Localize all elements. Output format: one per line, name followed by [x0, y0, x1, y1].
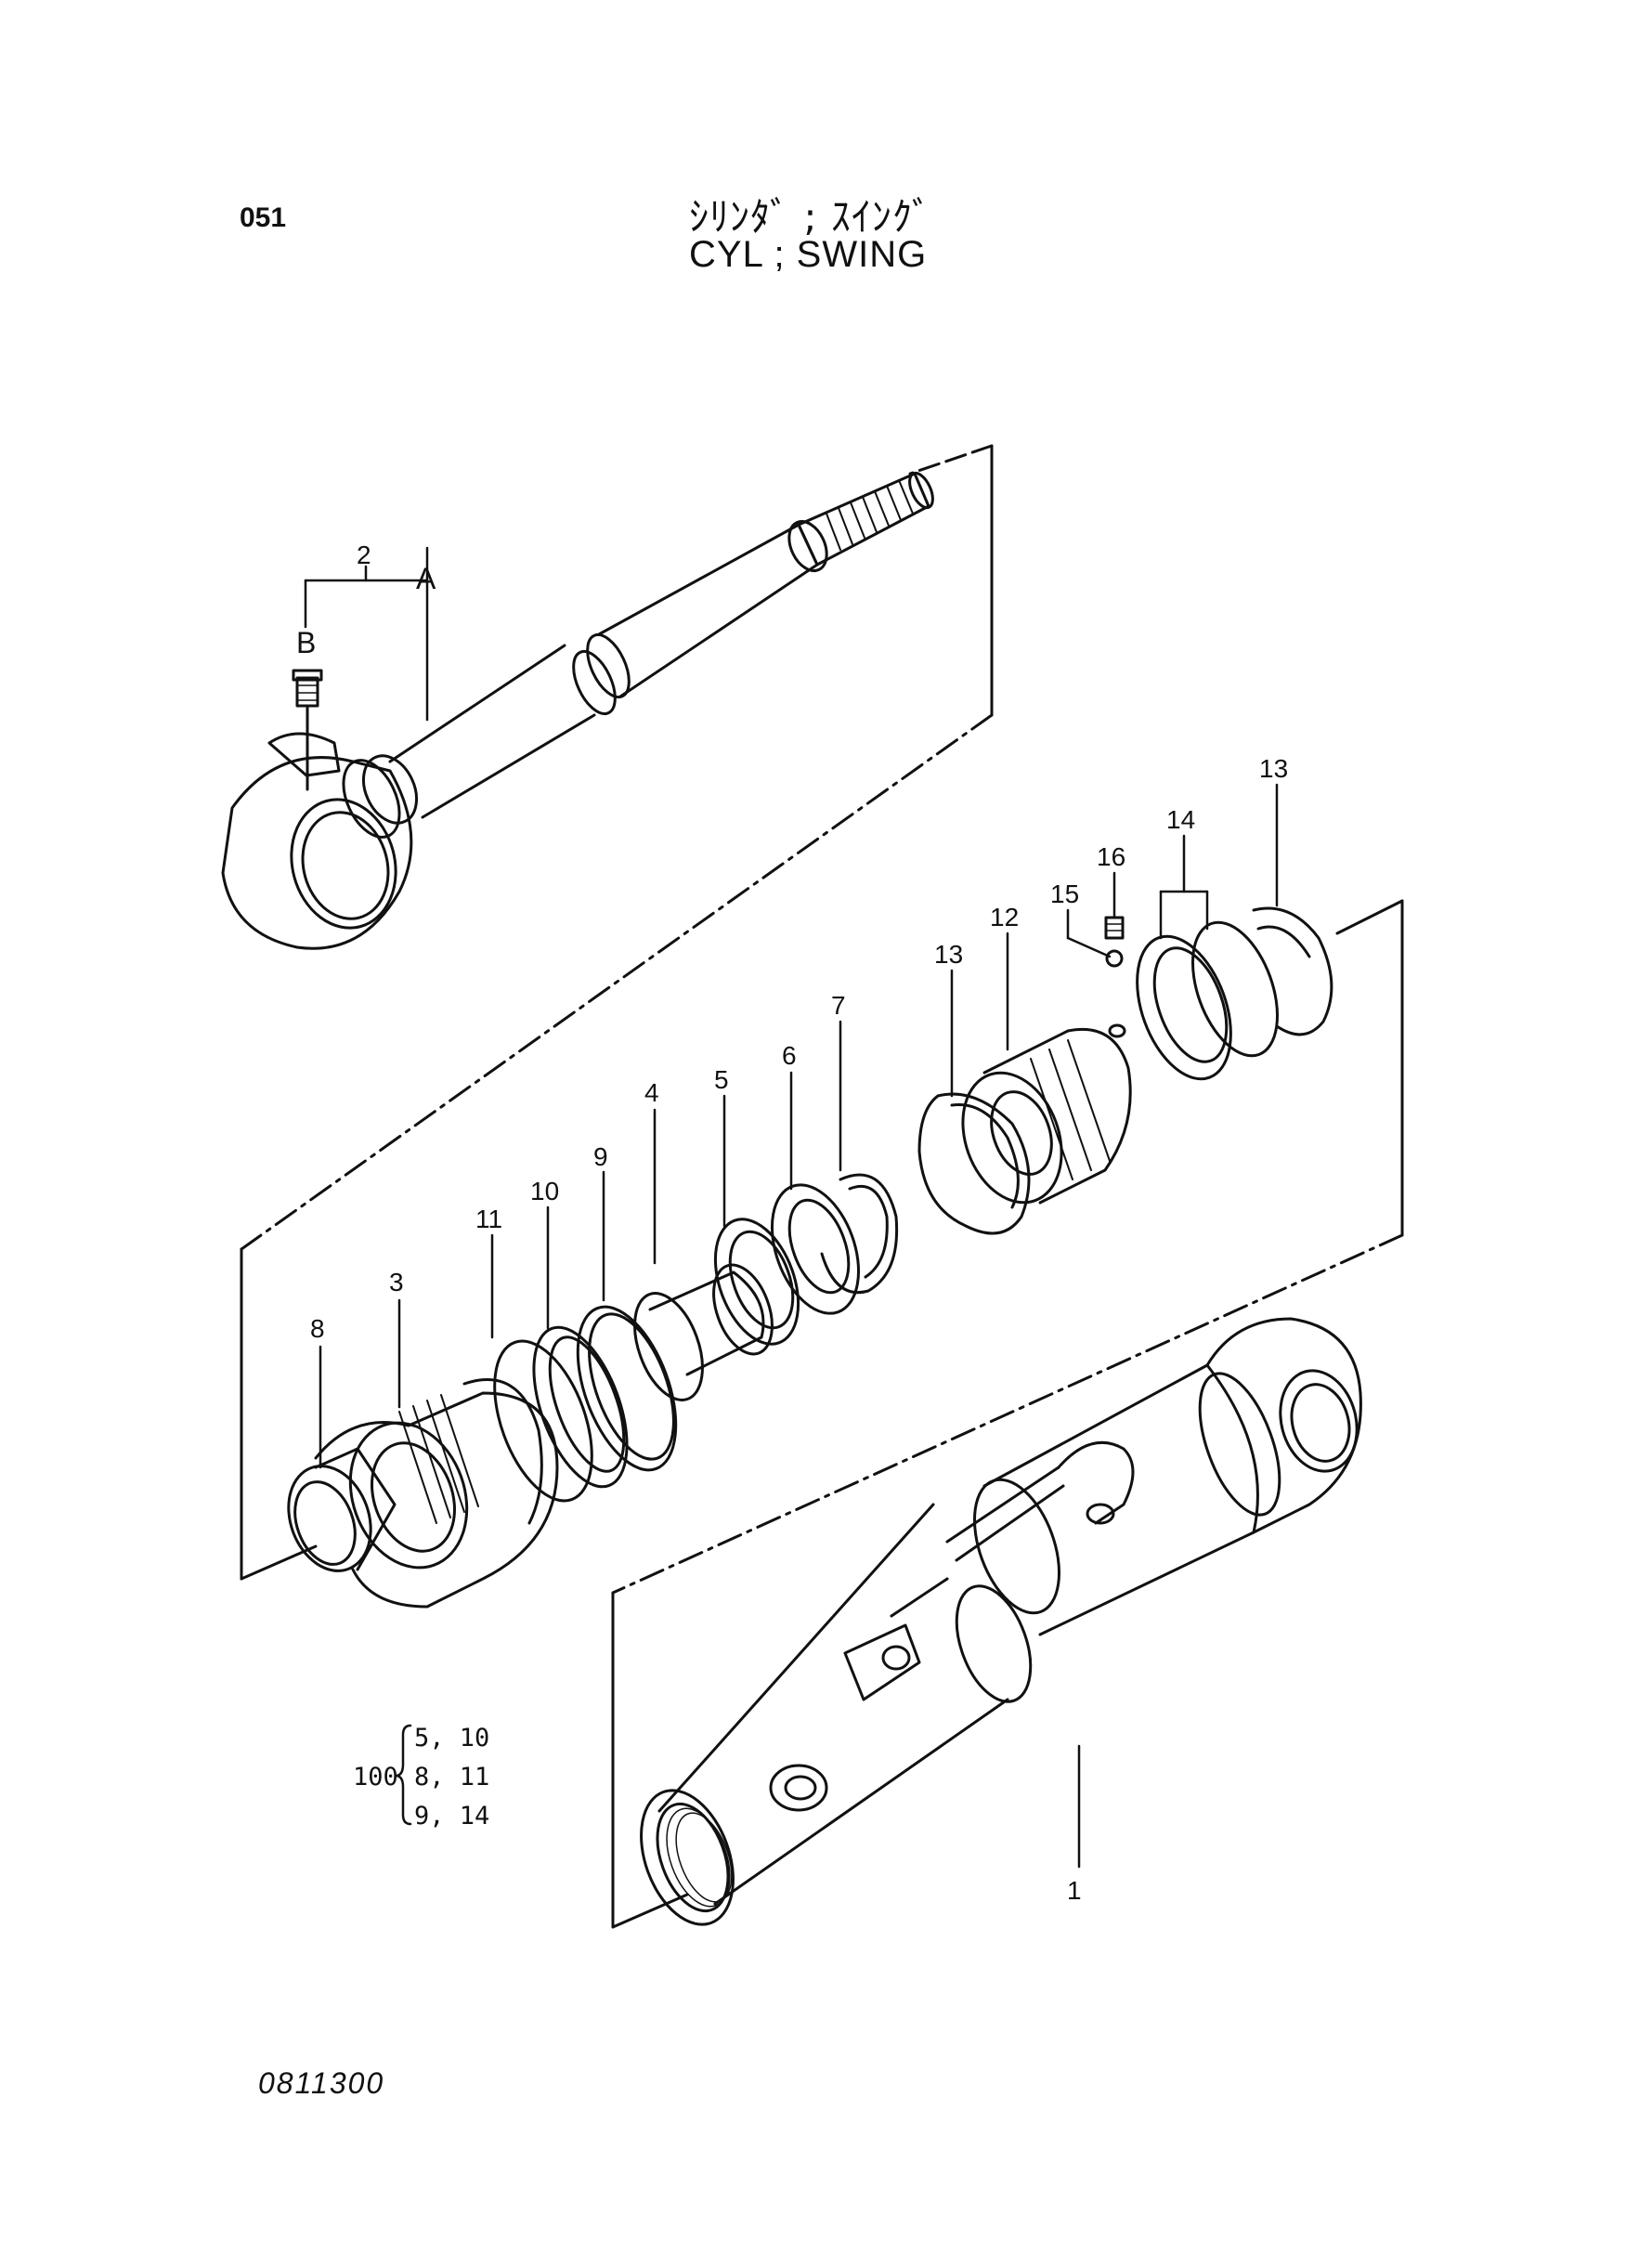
callout-2: 2	[357, 541, 371, 569]
kit-row-1: 5, 10	[414, 1724, 489, 1752]
callout-7: 7	[831, 991, 846, 1020]
page-title-english: CYL ; SWING	[689, 234, 928, 275]
kit-brace	[394, 1724, 412, 1826]
part-7-snap-ring	[820, 1173, 899, 1294]
part-1-cylinder-tube	[640, 1317, 1362, 1926]
callout-11: 11	[475, 1205, 502, 1233]
kit-row-3: 9, 14	[414, 1802, 489, 1831]
part-16-set-screw	[1104, 916, 1125, 940]
part-15-steel-ball	[1105, 949, 1124, 968]
callout-3: 3	[389, 1268, 404, 1296]
tube-panel-frame	[611, 1591, 689, 1929]
document-number: 0811300	[258, 2066, 385, 2100]
callout-15: 15	[1050, 879, 1079, 908]
part-5-seal	[713, 1218, 800, 1346]
part-6-wiper-ring	[770, 1183, 861, 1315]
callout-13-left: 13	[934, 940, 963, 969]
callout-4: 4	[644, 1078, 659, 1107]
page-number: 051	[240, 202, 287, 233]
part-9-o-ring	[576, 1305, 678, 1472]
part-11-backup-ring	[493, 1339, 593, 1503]
grease-fitting	[292, 669, 323, 791]
piston-rod	[221, 471, 934, 950]
part-4-sleeve	[633, 1263, 774, 1401]
callout-1: 1	[1067, 1876, 1082, 1905]
kit-number: 100	[353, 1763, 398, 1791]
callout-13-right: 13	[1259, 754, 1288, 783]
callout-9: 9	[593, 1142, 608, 1171]
part-10-seal	[532, 1325, 629, 1489]
kit-row-2: 8, 11	[414, 1763, 489, 1791]
callout-16: 16	[1097, 842, 1125, 871]
callout-b: B	[296, 626, 316, 659]
part-12-piston	[961, 1023, 1132, 1205]
part-14-piston-seal	[1136, 920, 1280, 1081]
callout-14: 14	[1166, 805, 1195, 834]
callout-8: 8	[310, 1314, 325, 1343]
part-3-rod-cover	[314, 1378, 559, 1609]
part-13-wear-ring-left	[917, 1092, 1031, 1235]
callout-6: 6	[782, 1041, 797, 1070]
callout-10: 10	[530, 1177, 559, 1205]
part-13-wear-ring-right	[1252, 906, 1333, 1036]
callout-12: 12	[990, 903, 1019, 932]
page-title-japanese: ｼﾘﾝﾀﾞ ; ｽｲﾝｸﾞ	[689, 194, 932, 240]
rod-panel-frame	[240, 444, 994, 1251]
callout-group-2	[304, 546, 429, 722]
callout-5: 5	[714, 1065, 729, 1094]
callout-a: A	[416, 562, 436, 595]
leader-lines	[319, 783, 1279, 1469]
part-8-bushing	[287, 1447, 397, 1572]
